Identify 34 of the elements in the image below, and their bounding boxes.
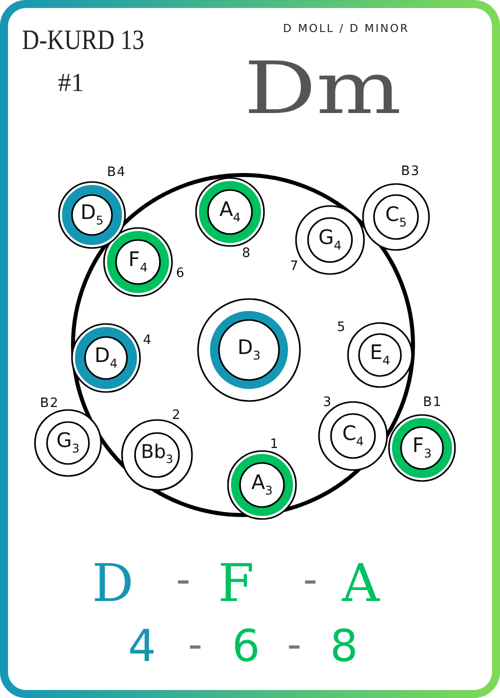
- position-label: 1: [270, 437, 280, 452]
- position-label: B2: [40, 396, 60, 411]
- note-circle: F$_{3}$: [388, 414, 456, 482]
- position-label: B3: [401, 164, 420, 179]
- separator: -: [287, 625, 302, 665]
- position-label: B4: [107, 165, 126, 180]
- separator: -: [176, 560, 190, 600]
- position-label: 6: [176, 266, 186, 281]
- note-circle: D$_{5}$: [58, 181, 126, 249]
- position-label: B1: [423, 395, 442, 410]
- note-circle: C$_{5}$: [362, 183, 430, 251]
- note-circle: D$_{4}$: [71, 323, 141, 393]
- note-number: 8: [330, 625, 358, 669]
- position-label: 8: [242, 246, 252, 261]
- note-number: 6: [232, 625, 260, 669]
- note-circle: A$_{4}$: [195, 177, 265, 247]
- note-circle: Bb$_{3}$: [121, 419, 193, 491]
- note-circle: D$_{3}$: [197, 298, 301, 402]
- chord-note: A: [342, 558, 380, 610]
- note-circle: A$_{3}$: [227, 450, 297, 520]
- note-circle: E$_{4}$: [347, 322, 413, 388]
- separator: -: [303, 560, 318, 600]
- number-label: #1: [58, 70, 84, 96]
- title: D-KURD 13: [22, 27, 144, 55]
- chord-note: D: [92, 558, 134, 610]
- subtitle: D MOLL / D MINOR: [283, 23, 410, 34]
- chord-name: Dm: [244, 52, 402, 124]
- note-circle: G$_{3}$: [34, 409, 102, 477]
- note-circle: F$_{4}$: [103, 227, 173, 297]
- chord-note: F: [218, 558, 254, 610]
- position-label: 4: [143, 333, 152, 348]
- note-number: 4: [128, 625, 156, 669]
- separator: -: [188, 625, 202, 665]
- position-label: 5: [337, 320, 346, 335]
